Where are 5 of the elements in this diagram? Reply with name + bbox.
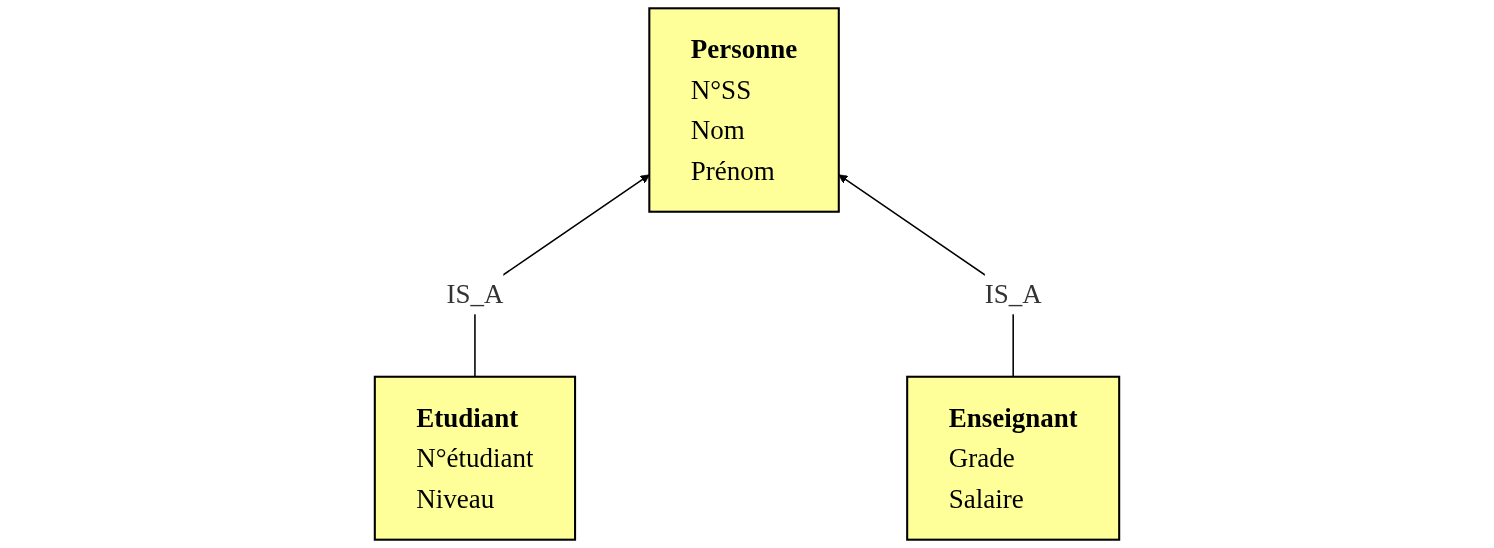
edge-label: IS_A: [446, 279, 504, 310]
node-box: Personne N°SS Nom Prénom: [648, 7, 840, 213]
edge-label: IS_A: [984, 279, 1042, 310]
node-box: Etudiant N°étudiant Niveau: [373, 375, 577, 541]
node-box: Enseignant Grade Salaire: [906, 375, 1121, 541]
